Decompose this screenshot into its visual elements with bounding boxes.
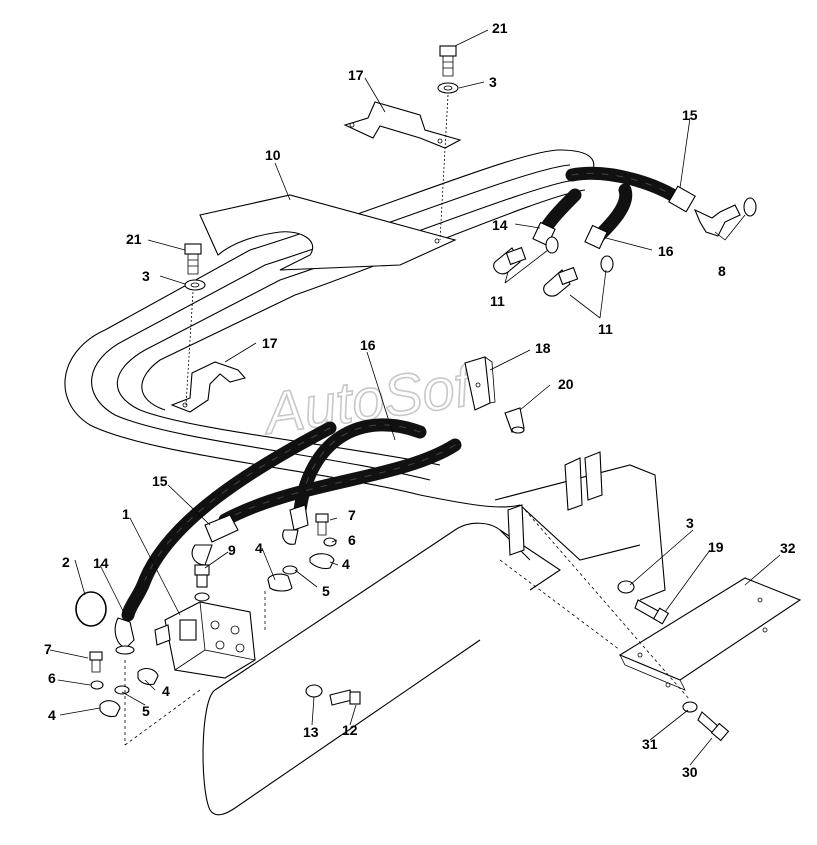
bolt-30-washer-31 (682, 701, 730, 742)
callout-11-left: 11 (490, 293, 505, 309)
valve-body-1 (154, 601, 256, 679)
callout-16-top: 16 (658, 243, 674, 259)
fitting-8 (693, 197, 757, 237)
bolt-12-washer-13 (305, 684, 361, 706)
leader-guides (124, 509, 691, 746)
callout-4-middle: 4 (255, 540, 263, 556)
callout-21-top: 21 (492, 20, 508, 36)
hose-end-fittings-lower (114, 504, 309, 655)
callout-7-right: 7 (348, 507, 356, 523)
callout-19: 19 (708, 539, 724, 555)
callout-31: 31 (642, 736, 658, 752)
callout-11-right: 11 (598, 321, 613, 337)
hose-15-lower (218, 438, 462, 527)
callout-8: 8 (718, 263, 726, 279)
base-plate (202, 464, 666, 816)
bolt-19-washer-3 (617, 580, 670, 625)
callout-1: 1 (122, 506, 130, 522)
callout-3-right: 3 (686, 515, 694, 531)
fitting-11-a (493, 236, 559, 275)
callout-5-left: 5 (142, 703, 150, 719)
callout-4-right: 4 (342, 556, 350, 572)
pin-20 (504, 407, 525, 434)
bolt-21-upper (437, 45, 459, 241)
callout-5-right: 5 (322, 583, 330, 599)
callout-14-top: 14 (492, 217, 508, 233)
callout-15-top: 15 (682, 107, 698, 123)
callout-9: 9 (228, 542, 236, 558)
callout-7-left: 7 (44, 641, 52, 657)
callout-3-top: 3 (489, 74, 497, 90)
callout-6-right: 6 (348, 532, 356, 548)
callout-18: 18 (535, 340, 551, 356)
hose-15-upper (565, 166, 696, 213)
hose-14-lower (121, 421, 337, 622)
callout-12: 12 (342, 722, 358, 738)
callout-30: 30 (682, 764, 698, 780)
callouts: 21 3 17 15 10 14 16 8 21 3 11 11 17 16 1… (44, 20, 796, 780)
callout-6-left: 6 (48, 670, 56, 686)
callout-17-top: 17 (348, 67, 364, 83)
clamp-4-group-left (89, 651, 159, 718)
leader-lines (49, 29, 781, 766)
callout-13: 13 (303, 724, 319, 740)
callout-4-lower: 4 (162, 683, 170, 699)
callout-17-lower: 17 (262, 335, 278, 351)
callout-15-lower: 15 (152, 473, 168, 489)
bolt-21-lower (184, 243, 206, 406)
callout-32: 32 (780, 540, 796, 556)
adapter-9 (194, 564, 210, 602)
fitting-11-b (543, 255, 614, 297)
callout-4-left: 4 (48, 707, 56, 723)
plate-10 (199, 194, 457, 271)
callout-3-left: 3 (142, 268, 150, 284)
watermark: AutoSoft (258, 351, 493, 447)
callout-14-lower: 14 (93, 555, 109, 571)
mount-tabs (507, 451, 603, 556)
callout-2: 2 (62, 554, 70, 570)
bracket-17-lower (170, 361, 246, 413)
callout-20: 20 (558, 376, 574, 392)
hose-16-upper (584, 183, 633, 250)
bracket-17-upper (343, 101, 462, 149)
bracket-18 (464, 356, 496, 411)
bracket-32 (618, 577, 802, 691)
callout-16-middle: 16 (360, 337, 376, 353)
callout-21-left: 21 (126, 231, 142, 247)
o-ring-2 (75, 591, 107, 627)
callout-10: 10 (265, 147, 281, 163)
